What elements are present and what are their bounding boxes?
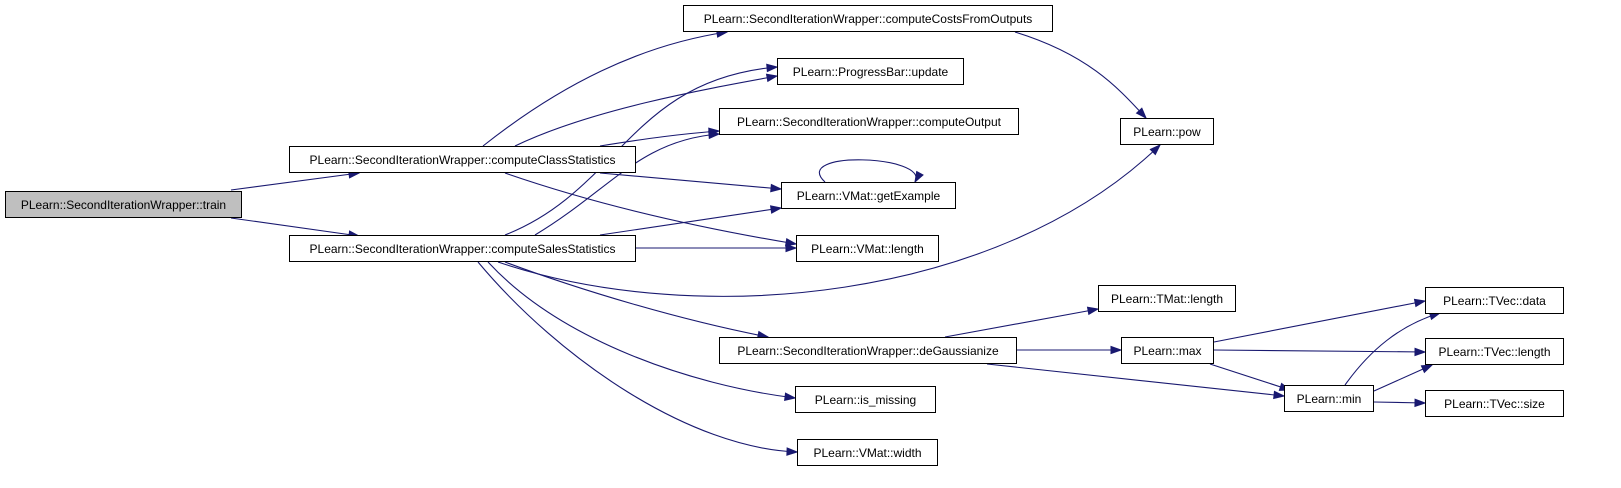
edge-computeSalesStatistics-to-vmatWidth-arrowhead xyxy=(786,447,799,456)
edge-computeSalesStatistics-to-computeOutput-arrowhead xyxy=(708,130,721,140)
edge-train-to-computeClassStatistics xyxy=(230,172,360,191)
call-graph-edges xyxy=(230,29,1442,456)
edge-computeSalesStatistics-to-getExample-arrowhead xyxy=(769,205,783,214)
edge-max-to-min xyxy=(1209,363,1291,391)
edge-computeSalesStatistics-to-isMissing xyxy=(487,261,796,399)
edge-train-to-computeSalesStatistics xyxy=(230,217,360,237)
edge-deGaussianize-to-tmatLength-arrowhead xyxy=(1086,306,1100,316)
edge-deGaussianize-to-min-arrowhead xyxy=(1273,390,1286,400)
edge-computeCostsFromOutputs-to-pow-arrowhead xyxy=(1135,107,1148,120)
edge-computeSalesStatistics-to-getExample xyxy=(599,207,782,236)
edge-computeClassStatistics-to-progressBarUpdate-arrowhead xyxy=(765,73,779,83)
node-train: PLearn::SecondIterationWrapper::train xyxy=(5,191,242,218)
edge-computeClassStatistics-to-vmatLength-arrowhead xyxy=(784,238,798,247)
node-de-gaussianize[interactable]: PLearn::SecondIterationWrapper::deGaussi… xyxy=(719,337,1017,364)
edge-computeClassStatistics-to-computeOutput xyxy=(599,130,720,147)
edge-min-to-tvecSize-arrowhead xyxy=(1414,398,1427,408)
edge-max-to-tvecLength xyxy=(1213,349,1426,353)
node-compute-class-statistics[interactable]: PLearn::SecondIterationWrapper::computeC… xyxy=(289,146,636,173)
edge-computeClassStatistics-to-computeCostsFromOutputs xyxy=(482,31,728,147)
edge-computeSalesStatistics-to-vmatLength-arrowhead xyxy=(785,243,798,253)
node-max[interactable]: PLearn::max xyxy=(1121,337,1214,364)
node-vmat-get-example[interactable]: PLearn::VMat::getExample xyxy=(781,182,956,209)
node-vmat-width[interactable]: PLearn::VMat::width xyxy=(797,439,938,466)
edge-min-to-tvecData xyxy=(1344,312,1441,386)
edge-computeSalesStatistics-to-pow xyxy=(497,144,1161,297)
edge-deGaussianize-to-min xyxy=(986,363,1285,397)
edge-computeClassStatistics-to-getExample xyxy=(599,172,782,190)
edge-max-to-tvecData xyxy=(1213,300,1426,343)
node-tvec-data[interactable]: PLearn::TVec::data xyxy=(1425,287,1564,314)
node-is-missing[interactable]: PLearn::is_missing xyxy=(795,386,936,413)
edge-computeSalesStatistics-to-progressBarUpdate xyxy=(504,66,778,236)
node-tmat-length[interactable]: PLearn::TMat::length xyxy=(1098,285,1236,312)
edge-max-to-tvecLength-arrowhead xyxy=(1414,347,1427,357)
edge-computeSalesStatistics-to-vmatWidth xyxy=(477,261,798,453)
node-min[interactable]: PLearn::min xyxy=(1284,385,1374,412)
edge-computeClassStatistics-to-getExample-arrowhead xyxy=(770,183,783,193)
node-tvec-size[interactable]: PLearn::TVec::size xyxy=(1425,390,1564,417)
edge-min-to-tvecLength-arrowhead xyxy=(1420,364,1434,374)
node-compute-sales-statistics[interactable]: PLearn::SecondIterationWrapper::computeS… xyxy=(289,235,636,262)
edge-computeClassStatistics-to-vmatLength xyxy=(504,172,797,245)
edge-deGaussianize-to-max-arrowhead xyxy=(1110,345,1123,355)
edge-min-to-tvecLength xyxy=(1373,364,1433,392)
node-pow[interactable]: PLearn::pow xyxy=(1120,118,1214,145)
node-tvec-length[interactable]: PLearn::TVec::length xyxy=(1425,338,1564,365)
node-compute-costs-from-outputs[interactable]: PLearn::SecondIterationWrapper::computeC… xyxy=(683,5,1053,32)
edge-computeSalesStatistics-to-isMissing-arrowhead xyxy=(784,392,797,401)
edge-getExample-to-getExample-arrowhead xyxy=(914,170,924,184)
edge-computeClassStatistics-to-progressBarUpdate xyxy=(514,75,778,147)
edge-computeSalesStatistics-to-deGaussianize xyxy=(504,261,769,338)
edge-max-to-tvecData-arrowhead xyxy=(1413,298,1427,308)
node-compute-output[interactable]: PLearn::SecondIterationWrapper::computeO… xyxy=(719,108,1019,135)
node-progress-bar-update[interactable]: PLearn::ProgressBar::update xyxy=(777,58,964,85)
edge-deGaussianize-to-tmatLength xyxy=(944,308,1099,338)
edge-getExample-to-getExample xyxy=(819,159,917,183)
edge-computeSalesStatistics-to-pow-arrowhead xyxy=(1149,143,1162,156)
edge-computeCostsFromOutputs-to-pow xyxy=(1014,31,1147,119)
edge-computeSalesStatistics-to-progressBarUpdate-arrowhead xyxy=(766,63,779,73)
node-vmat-length[interactable]: PLearn::VMat::length xyxy=(796,235,939,262)
